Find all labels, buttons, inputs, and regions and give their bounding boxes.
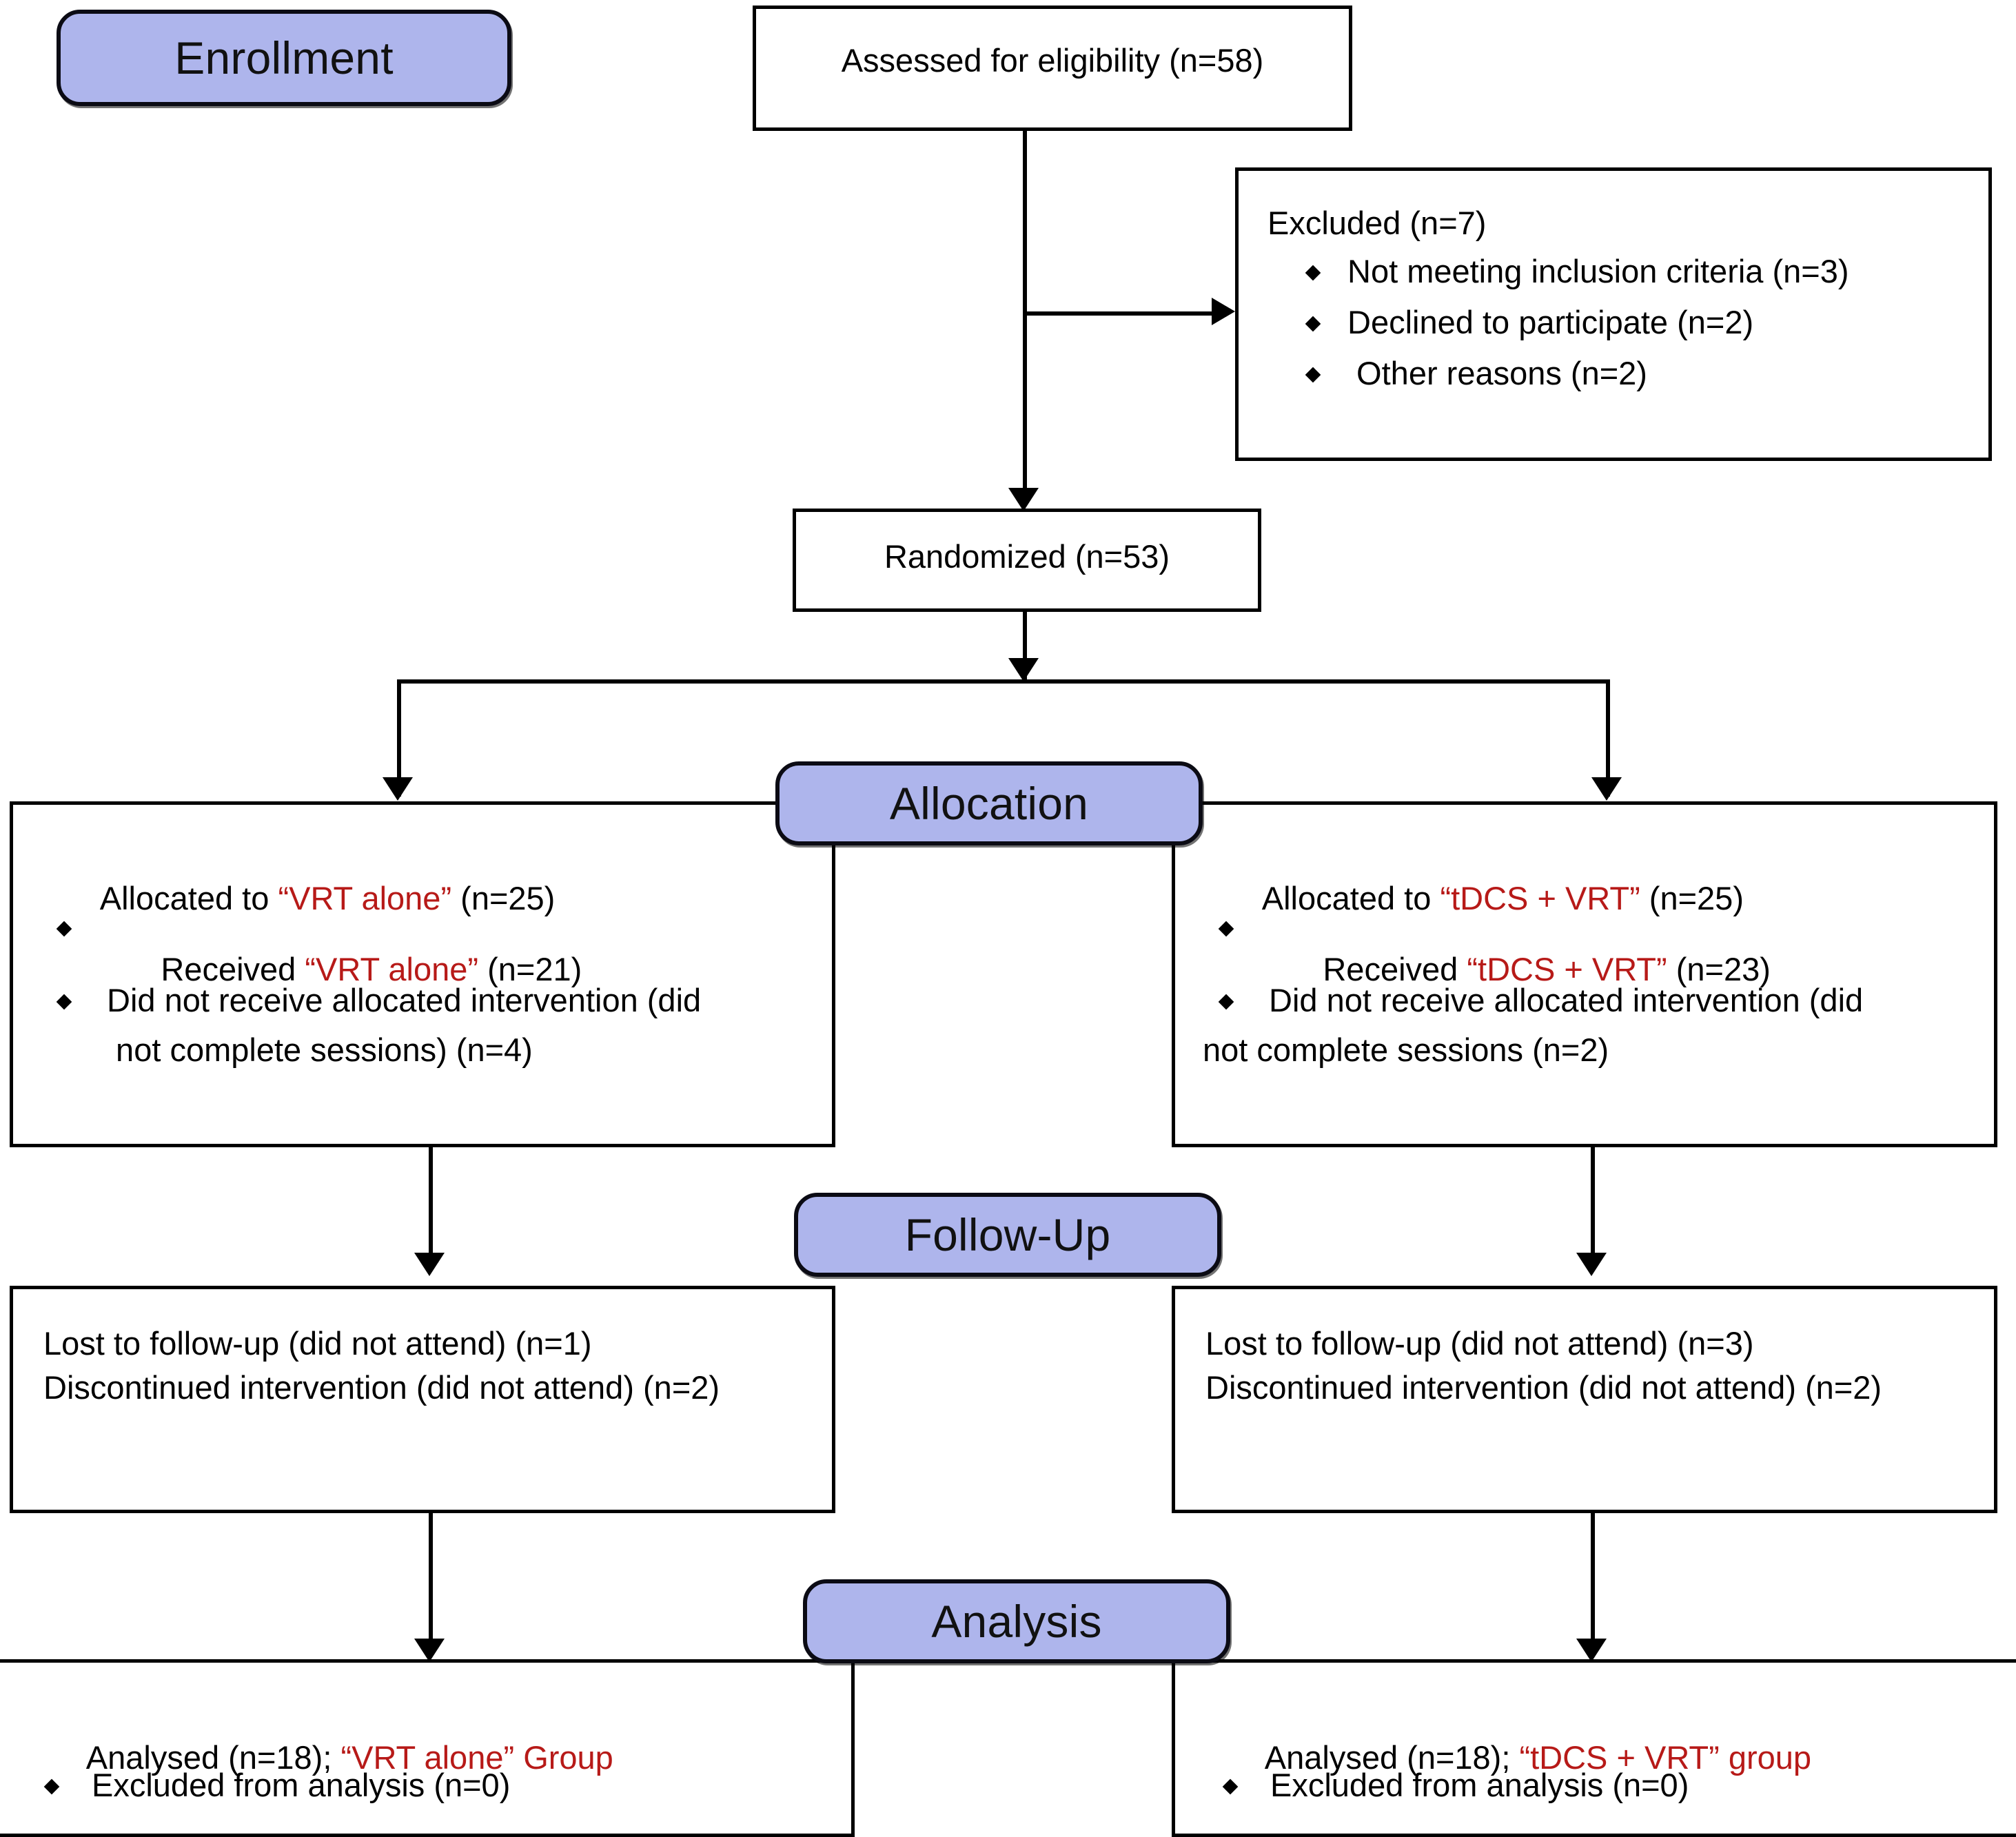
- allocation-right-title-pre: Allocated to: [1261, 880, 1440, 917]
- analysis-right-title-pre: Analysed (n=18);: [1264, 1739, 1520, 1776]
- stage-label-enrollment: Enrollment: [57, 10, 511, 106]
- connector-assessed-to-excluded: [1023, 311, 1214, 316]
- allocation-right-item-1-post: (n=23): [1667, 951, 1771, 988]
- arrowhead-left-allocation: [383, 777, 413, 801]
- allocation-right-item-1: Received “tDCS + VRT” (n=23): [1269, 906, 1771, 1032]
- bullet-diamond-icon: [1305, 265, 1321, 281]
- connector-left-allocation-to-followup: [429, 1147, 433, 1269]
- randomized-text: Randomized (n=53): [884, 538, 1170, 575]
- stage-label-follow-up: Follow-Up: [794, 1193, 1221, 1277]
- analysis-left-title-pre: Analysed (n=18);: [85, 1739, 341, 1776]
- bullet-diamond-icon: [1305, 316, 1321, 332]
- excluded-item-2: Declined to participate (n=2): [1347, 304, 1754, 340]
- allocation-right-title: Allocated to “tDCS + VRT” (n=25): [1210, 835, 1744, 961]
- allocation-right-item-1-pre: Received: [1323, 951, 1467, 988]
- arrowhead-assessed-to-randomized: [1008, 488, 1039, 511]
- arrowhead-right-followup: [1576, 1253, 1607, 1276]
- excluded-title: Excluded (n=7): [1267, 205, 1487, 241]
- stage-label-follow-up-text: Follow-Up: [904, 1209, 1111, 1260]
- allocation-left-title-highlight: “VRT alone”: [278, 880, 452, 917]
- analysis-left-box: Analysed (n=18); “VRT alone” Group Exclu…: [0, 1659, 855, 1837]
- connector-right-allocation-to-followup: [1591, 1147, 1595, 1269]
- allocation-right-item-1-highlight: “tDCS + VRT”: [1467, 951, 1667, 988]
- assessed-for-eligibility-text: Assessed for eligibility (n=58): [841, 42, 1264, 79]
- stage-label-allocation-text: Allocation: [889, 778, 1089, 829]
- allocation-left-item-1-pre: Received: [161, 951, 305, 988]
- excluded-item-3: Other reasons (n=2): [1347, 355, 1647, 391]
- allocation-right-item-2-line2: not complete sessions (n=2): [1203, 1032, 1609, 1068]
- arrowhead-right-analysis: [1576, 1639, 1607, 1662]
- analysis-left-item-1: Excluded from analysis (n=0): [92, 1767, 511, 1803]
- stage-label-analysis-text: Analysis: [931, 1596, 1102, 1647]
- allocation-left-item-2-line2: not complete sessions) (n=4): [107, 1032, 533, 1068]
- allocation-left-item-1: Received “VRT alone” (n=21): [107, 906, 582, 1032]
- allocation-right-item-2-line1: Did not receive allocated intervention (…: [1269, 982, 1864, 1018]
- bullet-diamond-icon: [56, 994, 72, 1010]
- analysis-right-title: Analysed (n=18); “tDCS + VRT” group: [1212, 1694, 1811, 1820]
- analysis-left-title: Analysed (n=18); “VRT alone” Group: [34, 1694, 613, 1820]
- allocation-right-title-highlight: “tDCS + VRT”: [1440, 880, 1640, 917]
- analysis-right-title-highlight: “tDCS + VRT” group: [1519, 1739, 1812, 1776]
- assessed-for-eligibility-box: Assessed for eligibility (n=58): [753, 6, 1352, 131]
- followup-left-box: Lost to follow-up (did not attend) (n=1)…: [10, 1286, 835, 1513]
- connector-split-to-right-allocation: [1606, 679, 1610, 797]
- arrowhead-left-followup: [414, 1253, 445, 1276]
- allocation-left-box: Allocated to “VRT alone” (n=25) Received…: [10, 801, 835, 1147]
- followup-left-line-1: Lost to follow-up (did not attend) (n=1): [43, 1325, 592, 1362]
- allocation-left-title-pre: Allocated to: [99, 880, 278, 917]
- allocation-right-box: Allocated to “tDCS + VRT” (n=25) Receive…: [1172, 801, 1997, 1147]
- followup-left-line-2: Discontinued intervention (did not atten…: [43, 1369, 720, 1406]
- followup-right-box: Lost to follow-up (did not attend) (n=3)…: [1172, 1286, 1997, 1513]
- analysis-right-box: Analysed (n=18); “tDCS + VRT” group Excl…: [1172, 1659, 2016, 1837]
- connector-left-followup-to-analysis: [429, 1513, 433, 1656]
- connector-randomized-stem: [1023, 612, 1027, 681]
- connector-allocation-split: [397, 679, 1610, 684]
- stage-label-enrollment-text: Enrollment: [174, 32, 394, 83]
- allocation-left-item-1-post: (n=21): [478, 951, 582, 988]
- connector-right-followup-to-analysis: [1591, 1513, 1595, 1656]
- allocation-left-title: Allocated to “VRT alone” (n=25): [48, 835, 556, 961]
- arrowhead-left-analysis: [414, 1639, 445, 1662]
- allocation-left-item-1-highlight: “VRT alone”: [305, 951, 479, 988]
- randomized-box: Randomized (n=53): [793, 509, 1261, 612]
- stage-label-analysis: Analysis: [803, 1579, 1230, 1663]
- connector-split-to-left-allocation: [397, 679, 401, 797]
- stage-label-allocation: Allocation: [775, 761, 1203, 845]
- allocation-left-title-post: (n=25): [451, 880, 556, 917]
- bullet-diamond-icon: [1305, 367, 1321, 383]
- bullet-diamond-icon: [1218, 994, 1234, 1010]
- excluded-box: Excluded (n=7) Not meeting inclusion cri…: [1235, 167, 1992, 461]
- analysis-right-item-1: Excluded from analysis (n=0): [1270, 1767, 1689, 1803]
- arrowhead-randomized-stem: [1008, 658, 1039, 681]
- arrowhead-right-allocation: [1591, 777, 1622, 801]
- arrowhead-assessed-to-excluded: [1212, 298, 1235, 325]
- allocation-left-item-2-line1: Did not receive allocated intervention (…: [107, 982, 702, 1018]
- allocation-right-title-post: (n=25): [1640, 880, 1744, 917]
- followup-right-line-1: Lost to follow-up (did not attend) (n=3): [1205, 1325, 1754, 1362]
- excluded-item-1: Not meeting inclusion criteria (n=3): [1347, 253, 1849, 289]
- analysis-left-title-highlight: “VRT alone” Group: [340, 1739, 613, 1776]
- followup-right-line-2: Discontinued intervention (did not atten…: [1205, 1369, 1882, 1406]
